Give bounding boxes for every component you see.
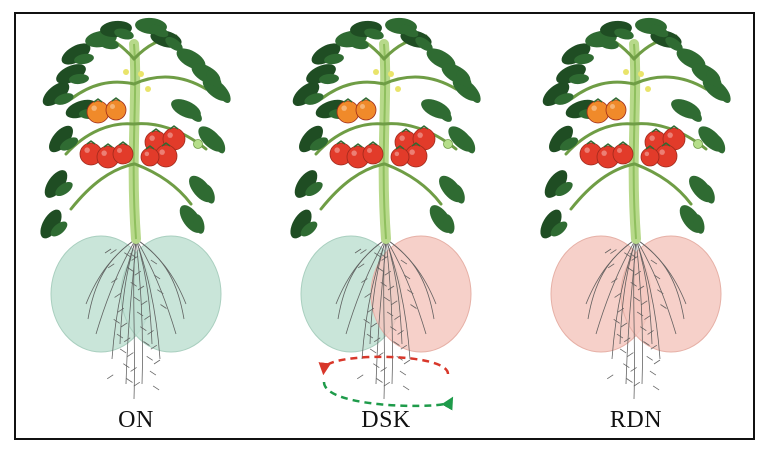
panel-dsk: DSK (266, 14, 506, 440)
root-zone-right (371, 236, 471, 352)
panel-on: ON (16, 14, 256, 440)
green-arrow (324, 382, 450, 406)
tomato-plant (536, 17, 733, 399)
tomato-plant-icon (16, 14, 256, 440)
panel-label-on: ON (16, 407, 256, 434)
figure-frame: ON DSK RDN (14, 12, 755, 440)
tomato-plant (286, 17, 483, 399)
tomato-plant (36, 17, 233, 399)
panel-label-rdn: RDN (516, 407, 756, 434)
panel-rdn: RDN (516, 14, 756, 440)
panel-label-dsk: DSK (266, 407, 506, 434)
red-arrow (324, 357, 448, 374)
tomato-plant-icon (266, 14, 506, 440)
rotation-arrows-icon (324, 357, 450, 406)
root-zone-right (621, 236, 721, 352)
tomato-plant-icon (516, 14, 756, 440)
root-zone-right (121, 236, 221, 352)
